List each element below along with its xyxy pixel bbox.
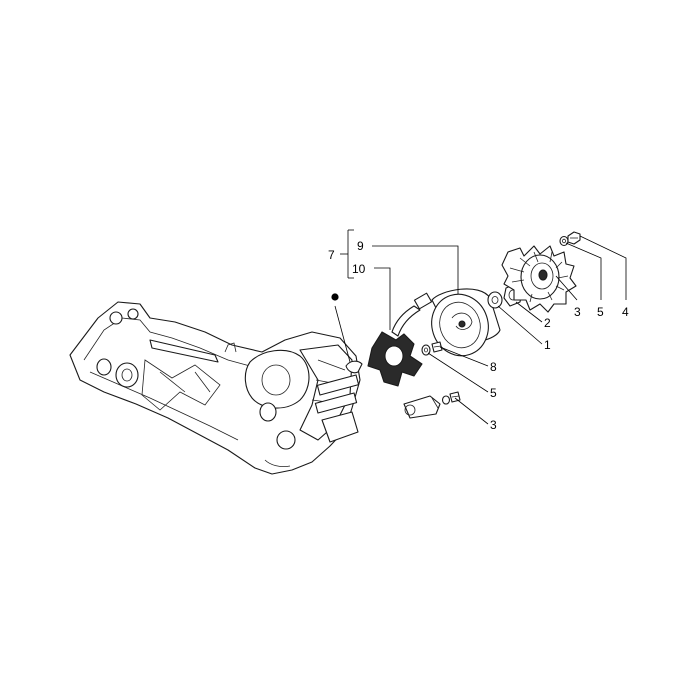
callout-5-lower: 5 — [490, 386, 497, 400]
fan-washer — [559, 235, 569, 247]
callout-2: 2 — [544, 316, 551, 330]
woodruff-key — [345, 360, 363, 374]
pickup-coil — [403, 395, 441, 419]
leader-lines — [372, 235, 627, 425]
cooling-fan — [501, 245, 577, 313]
callout-3-top: 3 — [574, 305, 581, 319]
callout-4: 4 — [622, 305, 629, 319]
stator-screw — [431, 341, 443, 353]
stator-assembly — [367, 292, 433, 387]
callout-5-top: 5 — [597, 305, 604, 319]
callout-10: 10 — [352, 262, 366, 276]
washer — [487, 291, 503, 309]
callout-8: 8 — [490, 360, 497, 374]
pickup-washer — [441, 395, 451, 405]
fan-screw — [567, 231, 581, 245]
callout-1: 1 — [544, 338, 551, 352]
callout-7: 7 — [328, 248, 335, 262]
crankcase-housing — [69, 301, 361, 475]
marker-dot-icon — [331, 293, 339, 301]
callout-labels: 7 9 10 8 5 3 1 2 3 5 4 — [328, 239, 629, 432]
stator-washer — [421, 344, 431, 356]
group-bracket — [340, 229, 354, 279]
rotor-flywheel — [431, 288, 501, 357]
callout-3-lower: 3 — [490, 418, 497, 432]
callout-9: 9 — [357, 239, 364, 253]
